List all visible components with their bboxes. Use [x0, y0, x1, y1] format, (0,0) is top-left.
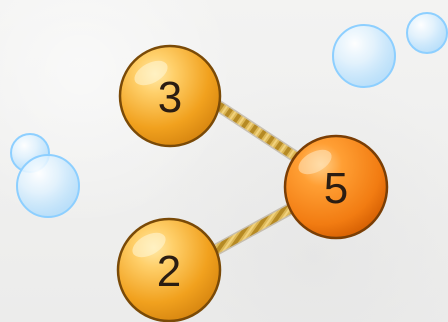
top-right-small-bubble	[407, 13, 447, 53]
bottom-part-node: 2	[118, 219, 220, 321]
left-large-bubble	[17, 155, 79, 217]
bond-links	[208, 99, 296, 253]
whole-node: 5	[285, 136, 387, 238]
whole-label: 5	[324, 164, 348, 213]
top-part-node: 3	[120, 46, 220, 146]
top-link-rope	[208, 99, 296, 157]
top-part-label: 3	[158, 73, 182, 122]
bottom-part-label: 2	[157, 247, 181, 296]
top-right-large-bubble	[333, 25, 395, 87]
bottom-link-rope	[210, 208, 292, 253]
